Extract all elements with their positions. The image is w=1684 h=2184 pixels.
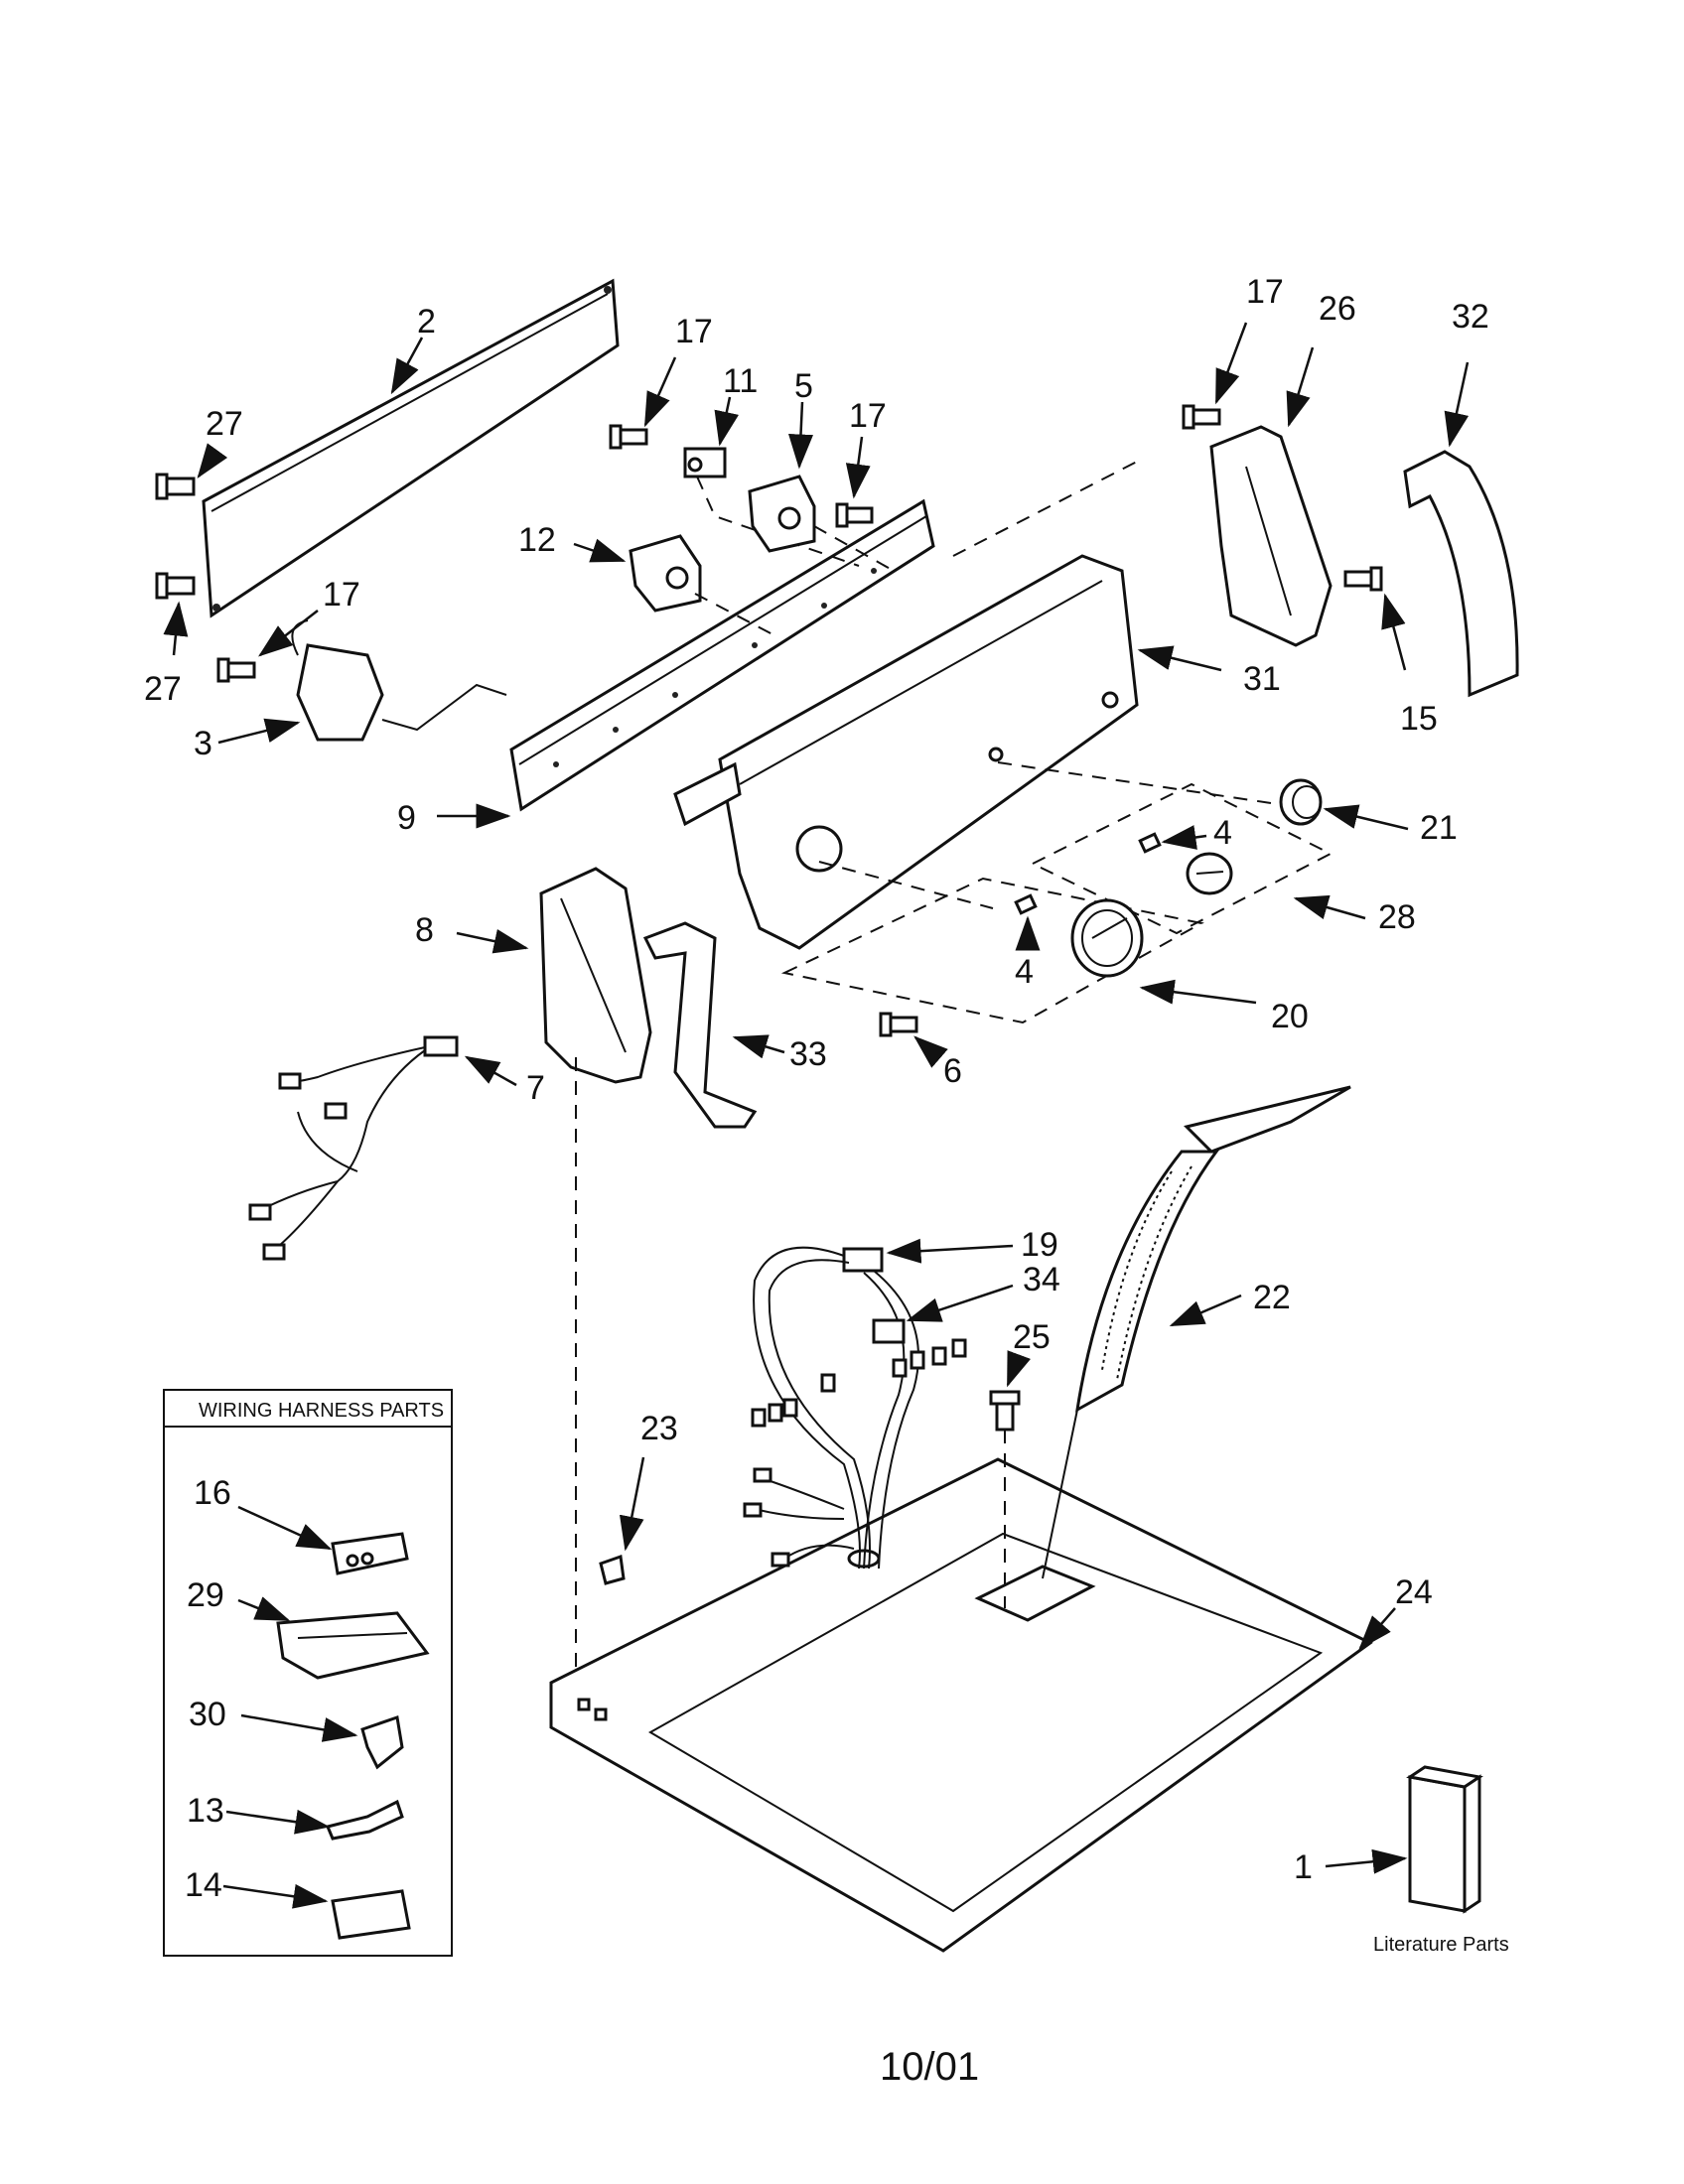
console-bracket-part [509, 498, 935, 812]
callout-14: 14 [185, 1866, 222, 1904]
screw-15-part [1343, 566, 1383, 592]
spring-clip-4-lower [1014, 893, 1038, 915]
callout-12: 12 [518, 521, 556, 559]
callout-5: 5 [794, 367, 813, 405]
harness-19-part [743, 1246, 967, 1570]
callout-20: 20 [1271, 998, 1309, 1035]
callout-31: 31 [1243, 660, 1281, 698]
screw-17-switch [216, 657, 256, 683]
literature-label: Literature Parts [1373, 1934, 1509, 1956]
callout-29: 29 [187, 1576, 224, 1614]
callout-17-switch: 17 [323, 576, 360, 614]
part-13 [325, 1799, 404, 1841]
callout-17-mid: 17 [849, 397, 887, 435]
console-housing-part [673, 554, 1139, 950]
callout-8: 8 [415, 911, 434, 949]
screw-17-mid [835, 502, 874, 528]
callout-17-right: 17 [1246, 273, 1284, 311]
callout-13: 13 [187, 1792, 224, 1830]
callout-25: 25 [1013, 1318, 1051, 1356]
clip-11-part [683, 447, 727, 478]
part-16 [331, 1532, 409, 1575]
switch-12-part [629, 534, 702, 613]
callout-21: 21 [1420, 809, 1458, 847]
screw-6-part [879, 1012, 918, 1037]
part-30 [360, 1715, 404, 1770]
callout-3: 3 [194, 725, 212, 762]
callout-1: 1 [1294, 1848, 1313, 1886]
callout-28: 28 [1378, 898, 1416, 936]
callout-6: 6 [943, 1052, 962, 1090]
callout-32: 32 [1452, 298, 1489, 336]
wiring-harness-box [163, 1389, 453, 1957]
cycling-switch-5-part [748, 475, 816, 553]
callout-7: 7 [526, 1069, 545, 1107]
knob-21-part [1279, 778, 1323, 826]
screw-25-part [989, 1390, 1021, 1432]
connector-34-part [872, 1318, 906, 1344]
wiring-box-title: WIRING HARNESS PARTS [199, 1400, 444, 1422]
callout-11: 11 [723, 362, 758, 400]
clip-23-part [599, 1554, 626, 1585]
top-panel-24-part [549, 1457, 1373, 1953]
knob-20-part [1070, 898, 1144, 978]
callout-34: 34 [1023, 1261, 1060, 1298]
callout-4-lower: 4 [1015, 953, 1034, 991]
end-cap-trim-33-part [642, 921, 758, 1129]
callout-9: 9 [397, 799, 416, 837]
callout-15: 15 [1400, 700, 1438, 738]
spring-clip-4-upper [1138, 832, 1162, 854]
screw-17-left [609, 424, 648, 450]
callout-24: 24 [1395, 1573, 1433, 1611]
back-panel-part [202, 278, 620, 618]
callout-27-bottom: 27 [144, 670, 182, 708]
screw-17-right [1182, 404, 1221, 430]
lint-screen-22-part [1075, 1085, 1351, 1413]
callout-19: 19 [1021, 1226, 1058, 1264]
callout-26: 26 [1319, 290, 1356, 328]
end-cap-8-part [539, 867, 652, 1084]
knob-28-part [1186, 852, 1233, 895]
callout-33: 33 [789, 1035, 827, 1073]
callout-17-left: 17 [675, 313, 713, 350]
harness-7-part [248, 1035, 459, 1261]
part-14 [331, 1889, 411, 1940]
screw-27-upper [155, 473, 196, 500]
literature-1-part [1406, 1765, 1483, 1914]
part-29 [276, 1611, 430, 1680]
callout-4-upper: 4 [1213, 814, 1232, 852]
callout-22: 22 [1253, 1279, 1291, 1316]
end-cap-26-part [1209, 425, 1333, 647]
callout-16: 16 [194, 1474, 231, 1512]
end-cap-trim-32-part [1403, 450, 1519, 698]
screw-27-lower [155, 572, 196, 600]
door-switch-part [291, 619, 384, 742]
callout-2: 2 [417, 303, 436, 341]
callout-27-top: 27 [206, 405, 243, 443]
date-code: 10/01 [880, 2045, 979, 2089]
callout-30: 30 [189, 1696, 226, 1733]
callout-23: 23 [640, 1410, 678, 1447]
